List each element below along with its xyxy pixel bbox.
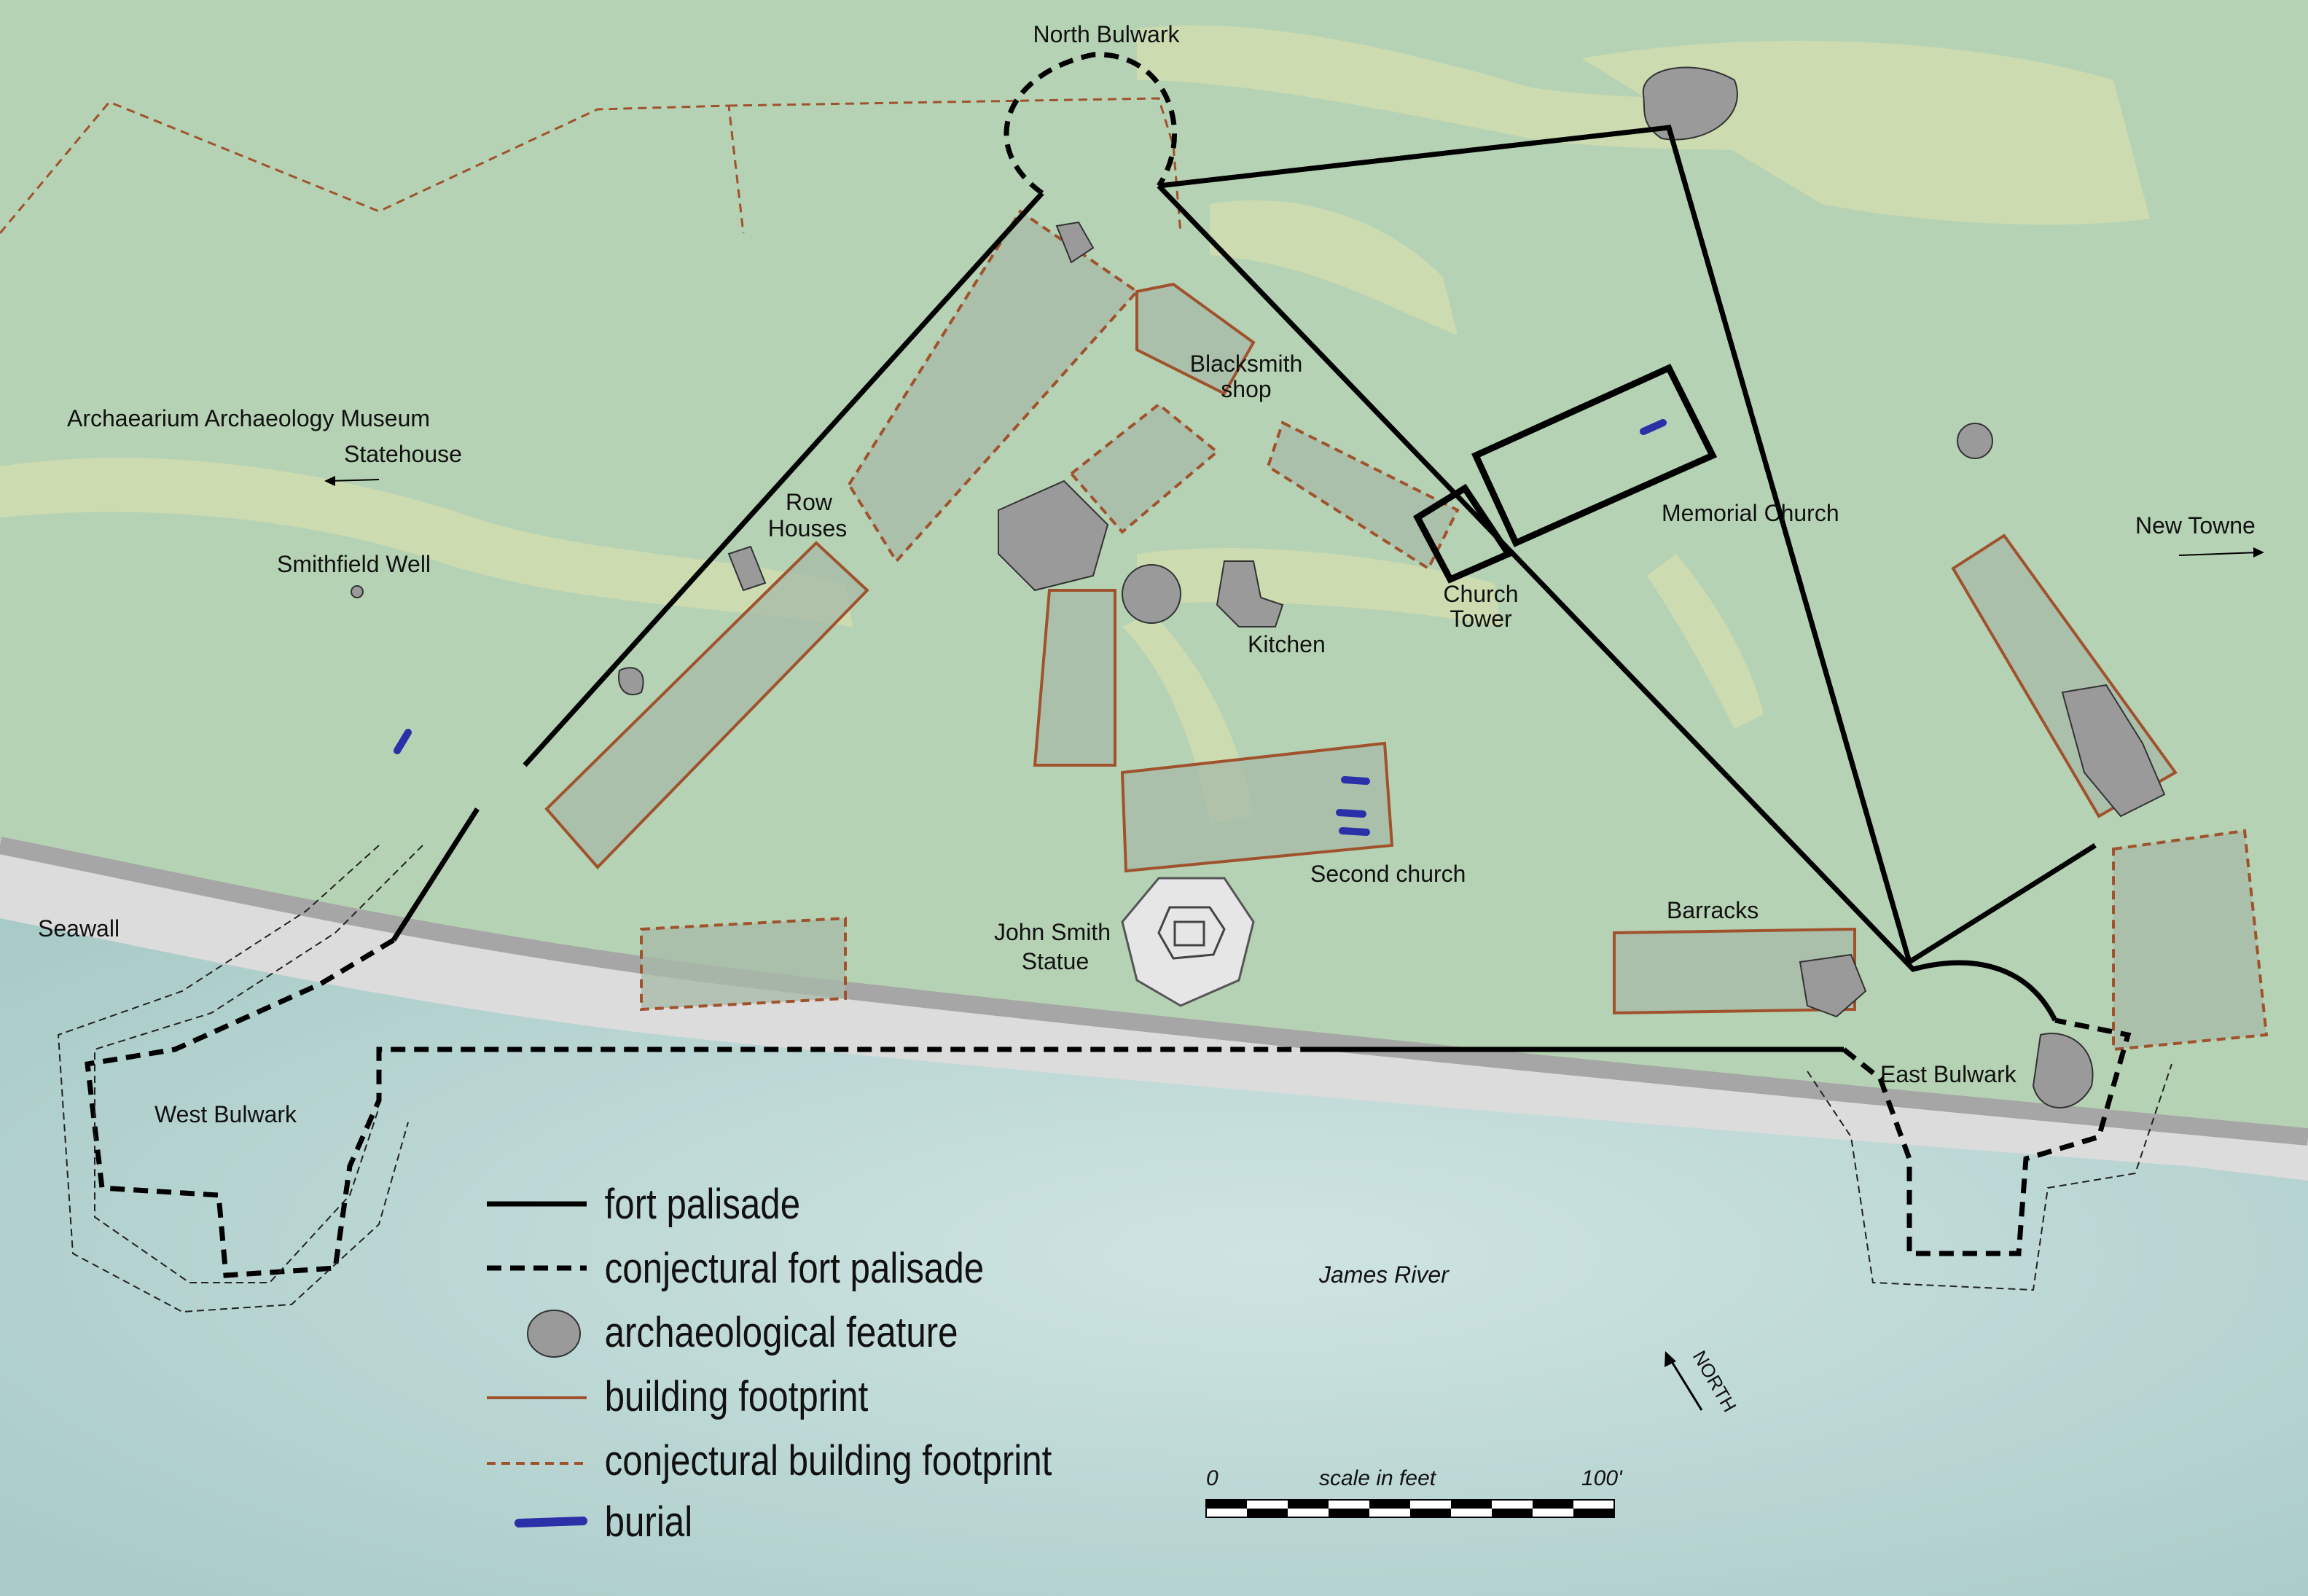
label-seawall: Seawall [38,915,120,942]
label-statehouse: Statehouse [344,441,462,467]
kitchen-area-footprint [1033,589,1116,767]
label-row-houses-2: Houses [768,515,848,541]
label-barracks: Barracks [1667,897,1759,923]
scale-segment [1533,1509,1573,1517]
barracks-footprint [1613,927,1856,1015]
scale-segment [1329,1500,1369,1509]
seawall-strip [0,845,2308,1181]
scale-segment [1451,1500,1492,1509]
label-john-smith: John Smith [994,919,1111,945]
label-church-tower-2: Tower [1450,606,1512,632]
building-footprints [544,209,2269,1052]
bulwark-outlines [57,845,2172,1313]
scale-end: 100' [1581,1466,1623,1490]
legend-label-conjectural-palisade: conjectural fort palisade [605,1245,985,1292]
map-labels: North Bulwark Archaearium Archaeology Mu… [38,21,2264,1288]
scale-bar: 0 scale in feet 100' [1205,1466,1623,1518]
label-museum: Archaearium Archaeology Museum [67,405,430,431]
legend-label-footprint: building footprint [605,1373,869,1420]
scale-segment [1451,1509,1492,1517]
scale-segment [1206,1500,1247,1509]
legend-symbol-burial [515,1517,587,1527]
seawall-edge [0,837,2308,1146]
scale-start: 0 [1206,1466,1218,1490]
legend: fort palisade conjectural fort palisade … [487,1181,1052,1546]
arrowhead-statehouse-icon [324,476,335,486]
james-river [0,911,2308,1596]
legend-label-palisade: fort palisade [605,1181,801,1228]
conjectural-palisade [85,52,2132,1278]
small-footprint [1069,402,1220,534]
scale-segment [1288,1500,1329,1509]
church-footprint [1266,420,1460,571]
label-blacksmith: Blacksmith [1190,351,1303,377]
label-james-river: James River [1318,1261,1450,1288]
blacksmith-footprint [1135,282,1256,396]
north-row-footprint [847,209,1140,564]
old-boundaries [0,97,1182,234]
legend-label-burial: burial [605,1498,693,1546]
scale-segment [1288,1509,1329,1517]
scale-segment [1573,1509,1614,1517]
legend-symbol-feature [527,1310,581,1358]
smithfield-well-marker [351,585,364,598]
label-east-bulwark: East Bulwark [1880,1061,2017,1087]
label-west-bulwark: West Bulwark [154,1101,297,1127]
label-kitchen: Kitchen [1248,631,1326,657]
arrow-statehouse [327,479,380,482]
label-memorial-church: Memorial Church [1662,500,1839,526]
label-row-houses: Row [786,489,833,515]
label-church-tower: Church [1443,581,1518,607]
second-church-footprint [1120,741,1394,873]
east-bulwark-footprint [2112,829,2269,1052]
scale-segment [1533,1500,1573,1509]
burials [394,419,1667,836]
scale-segment [1492,1500,1533,1509]
label-john-smith-2: Statue [1022,948,1090,974]
scale-caption: scale in feet [1319,1466,1437,1490]
scale-segment [1247,1509,1288,1517]
legend-label-conjectural-footprint: conjectural building footprint [605,1437,1052,1484]
label-new-towne: New Towne [2135,512,2256,539]
scale-segment [1369,1509,1410,1517]
archaeological-features [618,66,2166,1108]
scale-frame [1205,1499,1615,1518]
scale-segment [1369,1500,1410,1509]
arrowhead-new-towne-icon [2253,547,2264,558]
scale-segment [1247,1500,1288,1509]
label-north-bulwark: North Bulwark [1033,21,1181,47]
scale-segment [1206,1509,1247,1517]
scale-segment [1573,1500,1614,1509]
north-arrowhead-icon [1665,1351,1676,1367]
label-second-church: Second church [1310,861,1466,887]
scale-segment [1329,1509,1369,1517]
south-footprint [640,916,847,1012]
scale-segment [1492,1509,1533,1517]
row-houses-footprint [544,541,869,869]
legend-label-feature: archaeological feature [605,1309,958,1356]
arrow-new-towne [2178,552,2260,556]
scale-segment [1410,1500,1451,1509]
john-smith-statue [1121,877,1255,1007]
label-blacksmith-2: shop [1221,376,1271,402]
scale-segment [1410,1509,1451,1517]
scale-segments [1205,1499,1615,1518]
label-smithfield-well: Smithfield Well [277,551,431,577]
